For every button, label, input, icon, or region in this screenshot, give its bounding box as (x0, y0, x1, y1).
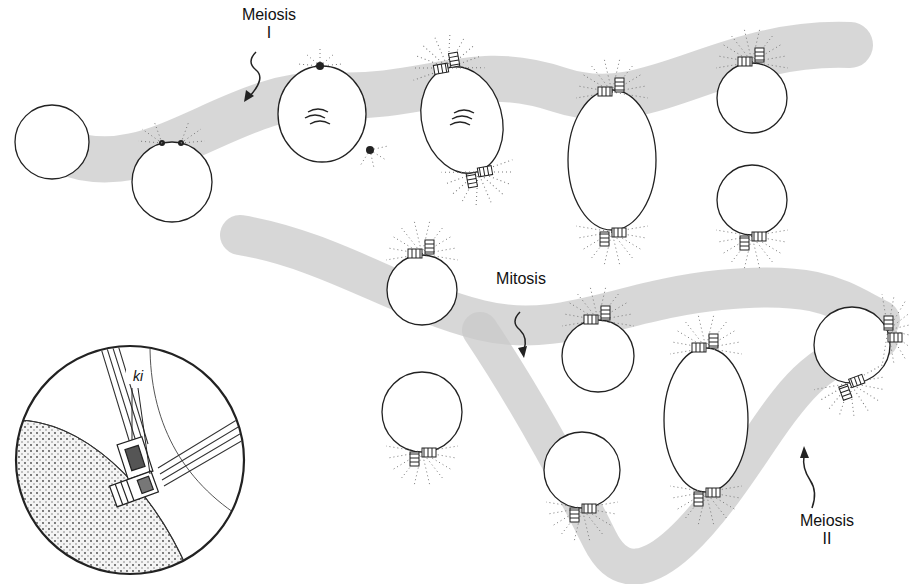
stage-label: Meiosis I (240, 6, 298, 43)
stage-label: Meiosis II (798, 512, 856, 549)
stage-label: Mitosis (486, 270, 556, 288)
part-label: ki (126, 368, 150, 384)
